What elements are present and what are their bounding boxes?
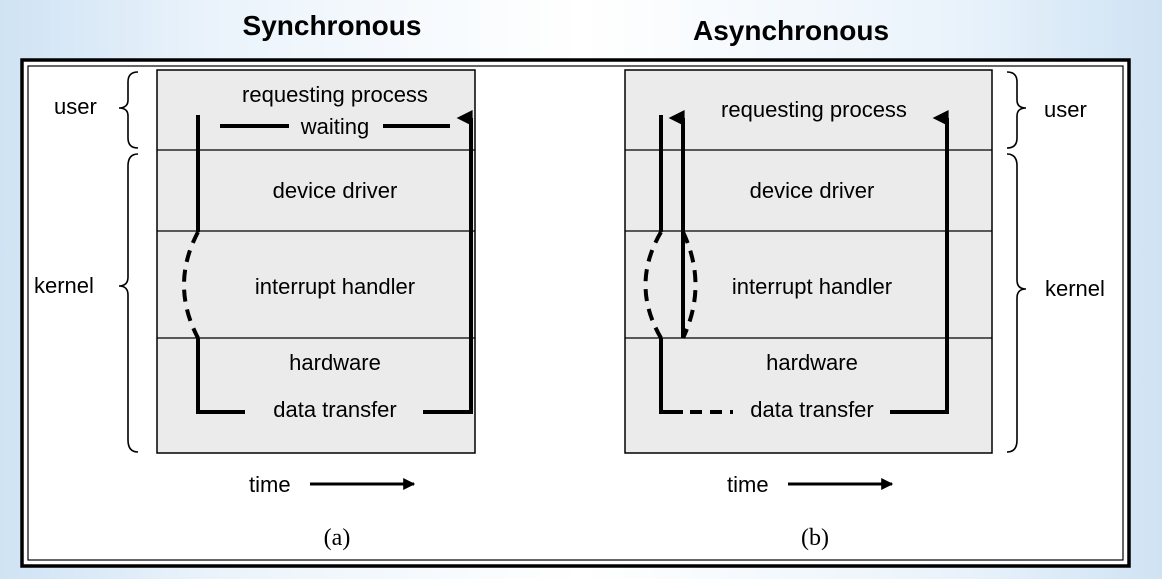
sync-time-label: time: [249, 472, 291, 497]
async-interrupt-handler-label: interrupt handler: [732, 274, 892, 299]
sync-interrupt-handler-label: interrupt handler: [255, 274, 415, 299]
async-completion-arrow: [890, 110, 949, 414]
async-title: Asynchronous: [693, 15, 889, 46]
sync-panel: requesting process waiting device driver…: [156, 69, 476, 454]
sync-kernel-label: kernel: [34, 273, 94, 298]
sync-layer-box: [156, 69, 476, 454]
async-kernel-label: kernel: [1045, 276, 1105, 301]
sync-flow-bottom-left: [196, 338, 245, 414]
async-data-transfer-label: data transfer: [750, 397, 874, 422]
sync-user-brace: [118, 71, 139, 149]
sync-flow-return-arrow: [423, 110, 473, 414]
sync-device-driver-label: device driver: [273, 178, 398, 203]
async-time-label: time: [727, 472, 769, 497]
sync-waiting-label: waiting: [300, 114, 369, 139]
async-requesting-process-label: requesting process: [721, 97, 907, 122]
async-hardware-label: hardware: [766, 350, 858, 375]
async-kernel-brace: [1006, 153, 1027, 453]
sync-caption: (a): [324, 525, 351, 551]
sync-title: Synchronous: [243, 10, 422, 41]
async-device-driver-label: device driver: [750, 178, 875, 203]
async-user-label: user: [1044, 97, 1087, 122]
async-panel: requesting process device driver interru…: [624, 69, 993, 454]
sync-user-label: user: [54, 94, 97, 119]
async-flow-bottom-left: [659, 338, 683, 414]
sync-requesting-process-label: requesting process: [242, 82, 428, 107]
async-caption: (b): [801, 525, 829, 551]
sync-data-transfer-label: data transfer: [273, 397, 397, 422]
async-user-brace: [1006, 71, 1027, 149]
sync-kernel-brace: [118, 153, 139, 453]
async-layer-box: [624, 69, 993, 454]
sync-hardware-label: hardware: [289, 350, 381, 375]
